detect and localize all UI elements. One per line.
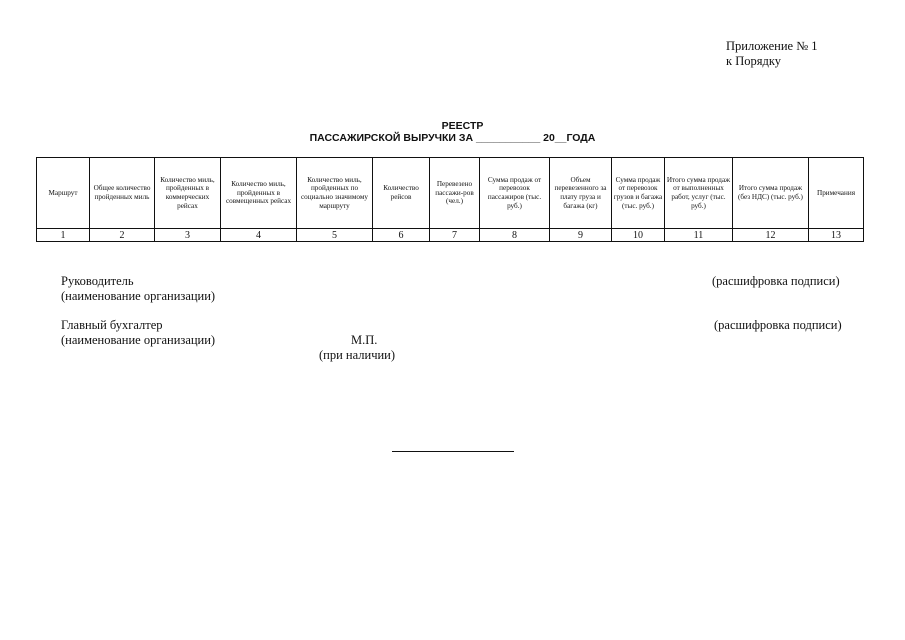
header-passenger-sales: Сумма продаж от перевозок пассажиров (ты…: [479, 157, 550, 229]
stamp-label: М.П.: [351, 333, 378, 347]
accountant-signature-decode: (расшифровка подписи): [714, 318, 842, 332]
accountant-title: Главный бухгалтер: [61, 318, 163, 332]
header-social-miles: Количество миль, пройденных по социально…: [296, 157, 373, 229]
appendix-reference: Приложение № 1 к Порядку: [726, 39, 818, 69]
head-signature-decode: (расшифровка подписи): [712, 274, 840, 288]
header-commercial-miles: Количество миль, пройденных в коммерческ…: [154, 157, 221, 229]
header-total-miles: Общее количество пройденных миль: [89, 157, 155, 229]
column-number: 9: [549, 228, 612, 242]
appendix-line-1: Приложение № 1: [726, 39, 818, 53]
header-cargo-sales: Сумма продаж от перевозок грузов и багаж…: [611, 157, 665, 229]
column-number: 11: [664, 228, 733, 242]
accountant-organization: (наименование организации): [61, 333, 216, 347]
header-notes: Примечания: [808, 157, 864, 229]
head-title: Руководитель: [61, 274, 134, 288]
registry-table: Маршрут Общее количество пройденных миль…: [36, 157, 864, 242]
header-combined-miles: Количество миль, пройденных в совмещенны…: [220, 157, 297, 229]
appendix-line-2: к Порядку: [726, 54, 781, 68]
column-number: 3: [154, 228, 221, 242]
header-route: Маршрут: [36, 157, 90, 229]
document-subtitle: ПАССАЖИРСКОЙ ВЫРУЧКИ ЗА ___________ 20__…: [309, 132, 596, 144]
column-number-row: 1 2 3 4 5 6 7 8 9 10 11 12 13: [36, 228, 864, 242]
document-title: РЕЕСТР: [441, 120, 484, 132]
column-number: 5: [296, 228, 373, 242]
column-number: 6: [372, 228, 430, 242]
head-organization: (наименование организации): [61, 289, 216, 303]
column-number: 12: [732, 228, 809, 242]
header-total-no-vat: Итого сумма продаж (без НДС) (тыс. руб.): [732, 157, 809, 229]
header-passengers: Перевезено пассажи-ров (чел.): [429, 157, 480, 229]
header-cargo-volume: Объем перевезенного за плату груза и баг…: [549, 157, 612, 229]
column-number: 7: [429, 228, 480, 242]
header-trips: Количество рейсов: [372, 157, 430, 229]
header-services-total: Итого сумма продаж от выполненных работ,…: [664, 157, 733, 229]
stamp-note: (при наличии): [319, 348, 396, 362]
header-row: Маршрут Общее количество пройденных миль…: [36, 157, 864, 229]
column-number: 13: [808, 228, 864, 242]
column-number: 2: [89, 228, 155, 242]
column-number: 4: [220, 228, 297, 242]
end-separator-line: [392, 451, 514, 452]
column-number: 10: [611, 228, 665, 242]
column-number: 1: [36, 228, 90, 242]
column-number: 8: [479, 228, 550, 242]
